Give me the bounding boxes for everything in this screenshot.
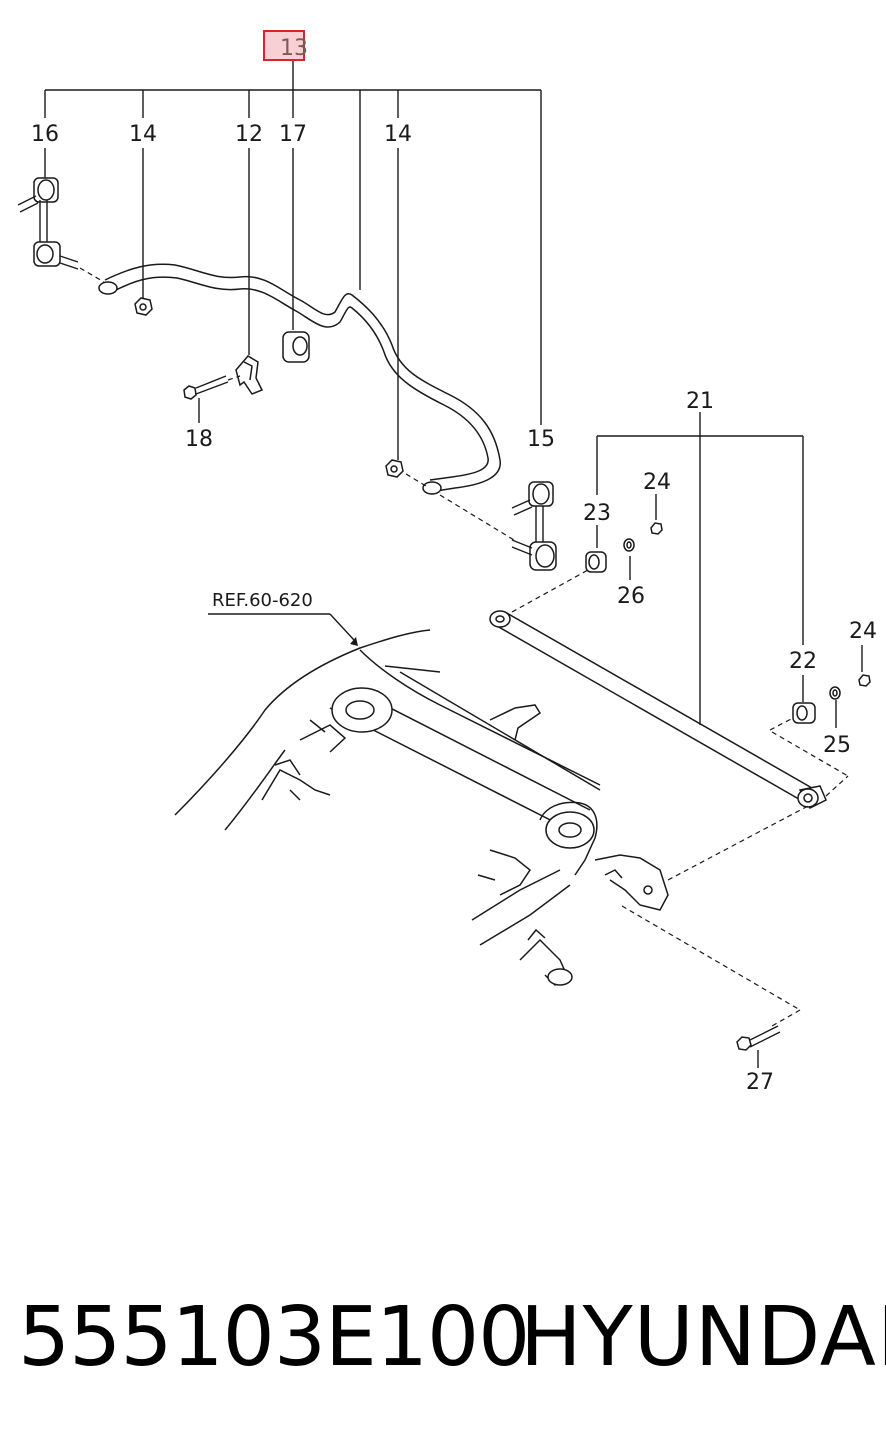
bushing-22 xyxy=(769,702,816,731)
callout-26[interactable]: 26 xyxy=(617,584,645,609)
stabilizer-link-right xyxy=(439,481,557,571)
washer-25 xyxy=(829,686,841,700)
callout-13-highlight[interactable] xyxy=(263,30,305,61)
callout-13[interactable]: 13 xyxy=(280,36,308,61)
bushing-17 xyxy=(282,331,310,363)
callout-16[interactable]: 16 xyxy=(31,122,59,147)
callout-24-right[interactable]: 24 xyxy=(849,619,877,644)
callout-15[interactable]: 15 xyxy=(527,427,555,452)
part-number: 555103E100 xyxy=(18,1290,530,1385)
reference-label[interactable]: REF.60-620 xyxy=(212,590,313,611)
callout-25[interactable]: 25 xyxy=(823,733,851,758)
callout-23[interactable]: 23 xyxy=(583,501,611,526)
nut-24-right xyxy=(858,674,871,687)
callout-27[interactable]: 27 xyxy=(746,1070,774,1095)
nut-14-left xyxy=(134,297,153,316)
callout-22[interactable]: 22 xyxy=(789,649,817,674)
stabilizer-bar xyxy=(98,263,501,495)
subframe-crossmember xyxy=(174,629,809,1027)
callout-24-top[interactable]: 24 xyxy=(643,470,671,495)
callout-17[interactable]: 17 xyxy=(279,122,307,147)
washer-26 xyxy=(623,538,635,552)
nut-14-right xyxy=(385,459,427,487)
bracket-12 xyxy=(235,355,264,395)
stabilizer-link-left xyxy=(17,177,105,283)
callout-14-right[interactable]: 14 xyxy=(384,122,412,147)
callout-bracket-stabilizer xyxy=(44,60,542,460)
reference-leader xyxy=(208,613,358,646)
product-footer: 555103E100 HYUNDAI xyxy=(0,1290,886,1410)
nut-24-top xyxy=(650,522,663,535)
callout-12[interactable]: 12 xyxy=(235,122,263,147)
callout-bracket-lateral-rod xyxy=(596,412,863,728)
callout-18[interactable]: 18 xyxy=(185,427,213,452)
lateral-rod xyxy=(489,569,849,809)
callout-14-left[interactable]: 14 xyxy=(129,122,157,147)
brand-name: HYUNDAI xyxy=(520,1290,886,1385)
bolt-18 xyxy=(183,375,241,400)
bolt-27 xyxy=(736,1025,781,1068)
callout-21[interactable]: 21 xyxy=(686,389,714,414)
bushing-23 xyxy=(585,551,607,573)
